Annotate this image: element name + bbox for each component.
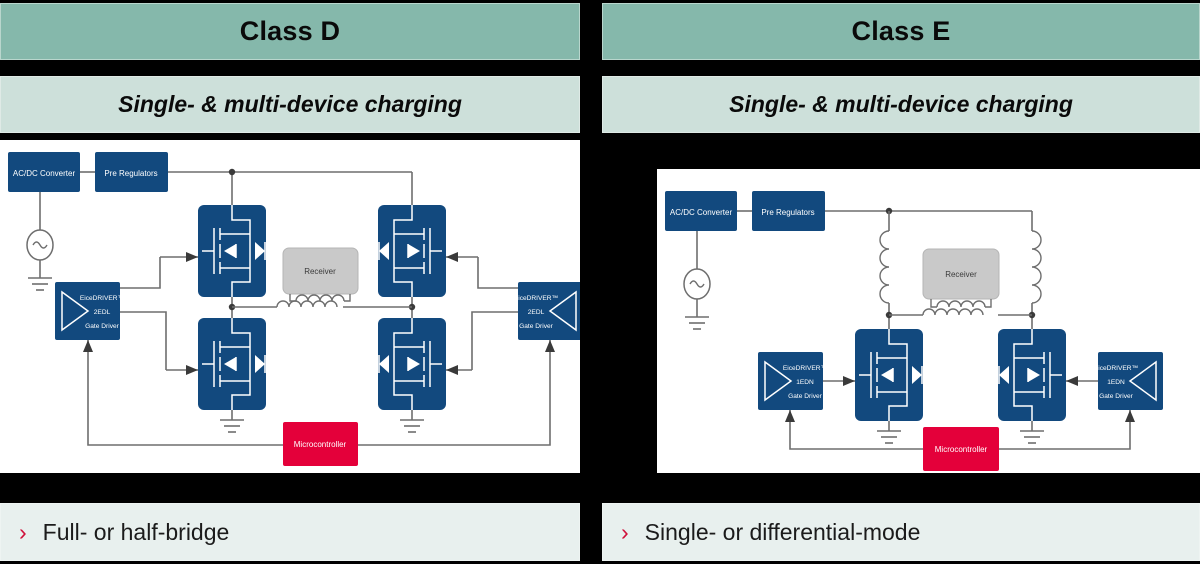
class-d-subheader-label: Single- & multi-device charging [118, 91, 462, 117]
gd-left-line3: Gate Driver [85, 323, 120, 330]
gd-right-line3: Gate Driver [519, 323, 554, 330]
block-gate-driver-left-e: EiceDRIVER™ 1EDN Gate Driver [758, 352, 827, 410]
class-e-bullet-row: › Single- or differential-mode [602, 503, 1200, 561]
class-e-header-label: Class E [851, 16, 951, 46]
arrow-gate-q3 [186, 365, 198, 375]
class-d-bullet-label: Full- or half-bridge [42, 518, 230, 545]
panel-class-e: Class E Single- & multi-device charging [602, 0, 1200, 564]
wire-driver-to-q3 [120, 311, 167, 370]
wire-mcu-to-left-driver [87, 340, 283, 446]
class-d-header: Class D [0, 3, 580, 60]
microcontroller-label: Microcontroller [294, 440, 347, 449]
gd-left-line1: EiceDRIVER™ [80, 295, 124, 302]
arrow-gate-q2-e [1066, 376, 1078, 386]
mosfet-q2 [378, 205, 446, 297]
receiver-label-e: Receiver [945, 270, 977, 279]
arrow-gate-q1 [186, 252, 198, 262]
gd-right-line2: 2EDL [528, 309, 545, 316]
pre-regulators-label: Pre Regulators [104, 169, 157, 178]
block-ac-dc-converter [8, 152, 80, 192]
class-e-header: Class E [602, 3, 1200, 60]
wire-mcu-to-right-driver-e [999, 410, 1131, 450]
microcontroller-label-e: Microcontroller [935, 445, 988, 454]
ground-icon-q4 [400, 419, 424, 433]
class-d-bullet-row: › Full- or half-bridge [0, 503, 580, 561]
class-e-subheader: Single- & multi-device charging [602, 76, 1200, 133]
ac-dc-converter-label-e: AC/DC Converter [670, 208, 733, 217]
class-e-schematic: AC/DC Converter Pre Regulators [665, 191, 1163, 471]
block-microcontroller-e [923, 427, 999, 471]
block-gate-driver-right: EiceDRIVER™ 2EDL Gate Driver [514, 282, 580, 340]
gd-left-line2-e: 1EDN [796, 379, 814, 386]
mosfet-q2-e [998, 329, 1066, 421]
arrow-gate-q4 [446, 365, 458, 375]
wire-driver-to-q4 [471, 311, 518, 370]
ac-dc-converter-label: AC/DC Converter [13, 169, 76, 178]
block-receiver-e [922, 248, 1000, 300]
block-gate-driver-right-e: EiceDRIVER™ 1EDN Gate Driver [1094, 352, 1163, 410]
wire-mcu-to-right-driver [358, 340, 551, 446]
block-receiver [282, 247, 359, 295]
transmitter-coil-icon [276, 300, 338, 308]
panel-class-d: Class D Single- & multi-device charging [0, 0, 580, 564]
ground-icon-source-e [685, 316, 709, 330]
class-d-diagram: AC/DC Converter Pre Regulators [0, 140, 580, 473]
mosfet-q1-e [855, 329, 923, 421]
ground-icon-source [28, 277, 52, 291]
receiver-coil-icon-e [930, 299, 992, 308]
class-d-header-label: Class D [239, 16, 341, 46]
ac-sine-glyph-e [689, 280, 705, 288]
mosfet-q1 [198, 205, 266, 297]
block-pre-regulators-e [752, 191, 825, 231]
gd-left-line1-e: EiceDRIVER™ [783, 365, 827, 372]
inductor-L2-icon [1031, 230, 1042, 304]
mosfet-q3 [198, 318, 266, 410]
arrow-gate-q1-e [843, 376, 855, 386]
block-microcontroller [283, 422, 358, 466]
class-d-schematic: AC/DC Converter Pre Regulators [8, 152, 580, 466]
arrow-mcu-left [83, 340, 93, 352]
chevron-right-icon: › [19, 518, 27, 545]
wire-driver-to-q2 [477, 257, 518, 289]
class-e-subheader-label: Single- & multi-device charging [729, 91, 1073, 117]
gd-left-line3-e: Gate Driver [788, 393, 823, 400]
transmitter-coil-icon-e [922, 308, 984, 316]
block-gate-driver-left: EiceDRIVER™ 2EDL Gate Driver [55, 282, 124, 340]
gd-right-line3-e: Gate Driver [1099, 393, 1134, 400]
receiver-coil-icon [289, 294, 351, 302]
gd-right-line1: EiceDRIVER™ [514, 295, 558, 302]
ground-icon-q1-e [877, 430, 901, 444]
gd-right-line2-e: 1EDN [1107, 379, 1125, 386]
class-d-subheader: Single- & multi-device charging [0, 76, 580, 133]
gd-left-line2: 2EDL [94, 309, 111, 316]
arrow-mcu-right-e [1125, 410, 1135, 422]
wire-mcu-to-left-driver-e [789, 410, 923, 450]
arrow-mcu-right [545, 340, 555, 352]
ground-icon-q2-e [1020, 430, 1044, 444]
block-pre-regulators [95, 152, 168, 192]
ground-icon-q3 [220, 419, 244, 433]
arrow-mcu-left-e [785, 410, 795, 422]
class-e-diagram: AC/DC Converter Pre Regulators [657, 169, 1200, 473]
mosfet-q4 [378, 318, 446, 410]
pre-regulators-label-e: Pre Regulators [761, 208, 814, 217]
chevron-right-icon: › [621, 518, 629, 545]
inductor-L1-icon [879, 230, 890, 304]
receiver-label: Receiver [304, 267, 336, 276]
class-e-bullet-label: Single- or differential-mode [644, 518, 921, 545]
junction-dot-top-left [228, 168, 236, 176]
gd-right-line1-e: EiceDRIVER™ [1094, 365, 1138, 372]
block-ac-dc-converter-e [665, 191, 737, 231]
ac-sine-glyph [32, 241, 48, 249]
wire-driver-to-q1 [120, 257, 161, 289]
arrow-gate-q2 [446, 252, 458, 262]
